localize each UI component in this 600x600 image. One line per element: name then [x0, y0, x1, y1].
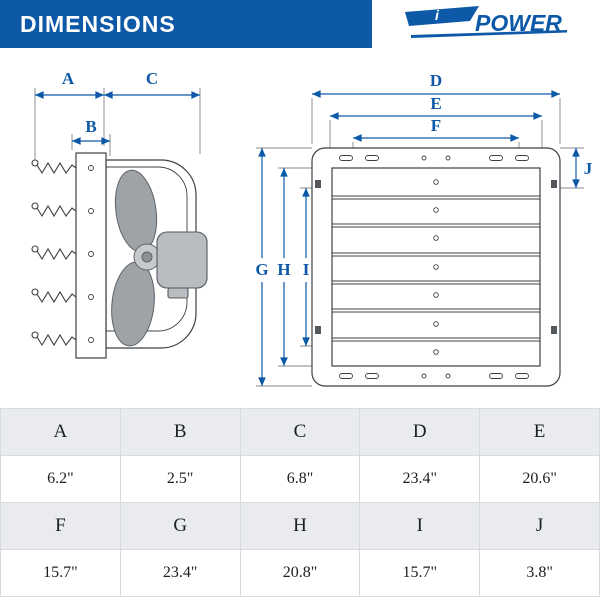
mounting-plate — [75, 152, 107, 359]
louver-slat — [332, 337, 540, 342]
dim-value-j: 3.8" — [479, 549, 600, 597]
page-header: DIMENSIONS i POWER — [0, 0, 600, 48]
spring-hook — [31, 159, 77, 175]
dim-value-h: 20.8" — [239, 549, 361, 597]
dim-label-d: D — [430, 71, 442, 90]
dim-label-j: J — [584, 159, 593, 178]
louver-slat — [332, 252, 540, 257]
dim-value-d: 23.4" — [359, 455, 481, 503]
table-value-row: 6.2" 2.5" 6.8" 23.4" 20.6" — [0, 455, 600, 503]
louver-slat — [332, 223, 540, 228]
dimensions-table: A B C D E 6.2" 2.5" 6.8" 23.4" 20.6" F G… — [0, 408, 600, 597]
dim-letter-b: B — [119, 408, 241, 456]
spring-hook — [31, 331, 77, 347]
dim-letter-d: D — [359, 408, 481, 456]
dim-value-f: 15.7" — [0, 549, 121, 597]
dim-label-c: C — [146, 69, 158, 88]
dim-letter-g: G — [119, 502, 241, 550]
brand-underline — [410, 30, 567, 38]
dim-letter-e: E — [479, 408, 600, 456]
side-extension-lines — [34, 88, 201, 160]
dim-value-a: 6.2" — [0, 455, 121, 503]
table-header-row: A B C D E — [0, 408, 600, 456]
spring-hook — [31, 245, 77, 261]
brand-flag-icon — [404, 6, 479, 26]
louver-slat — [332, 280, 540, 285]
dim-label-f: F — [431, 116, 441, 135]
table-value-row: 15.7" 23.4" 20.8" 15.7" 3.8" — [0, 549, 600, 597]
spring-hook — [31, 288, 77, 304]
dim-letter-f: F — [0, 502, 121, 550]
dim-value-g: 23.4" — [119, 549, 241, 597]
dim-letter-h: H — [239, 502, 361, 550]
side-latches — [315, 180, 557, 334]
brand-area: i POWER — [372, 0, 600, 48]
fan-blade — [111, 169, 161, 347]
dim-letter-i: I — [359, 502, 481, 550]
dim-label-i: I — [303, 260, 310, 279]
louver-slat — [332, 195, 540, 200]
dim-value-c: 6.8" — [239, 455, 361, 503]
mounting-holes-bottom — [339, 373, 529, 379]
brand-logo: i POWER — [404, 6, 567, 38]
fan-motor — [156, 231, 208, 299]
dim-letter-a: A — [0, 408, 121, 456]
diagram-svg: A C B — [31, 69, 593, 387]
spring-hook — [31, 202, 77, 218]
spring-hooks — [31, 159, 77, 347]
louver-slats — [332, 195, 540, 342]
dim-value-b: 2.5" — [119, 455, 241, 503]
brand-i: i — [435, 7, 440, 23]
dim-label-g: G — [255, 260, 268, 279]
dim-letter-j: J — [479, 502, 600, 550]
header-title-bar: DIMENSIONS — [0, 0, 372, 48]
dim-label-e: E — [430, 94, 441, 113]
louver-rivets — [433, 179, 439, 355]
louver-slat — [332, 308, 540, 313]
page-title: DIMENSIONS — [20, 10, 176, 37]
dim-value-i: 15.7" — [359, 549, 481, 597]
dim-value-e: 20.6" — [479, 455, 600, 503]
plate-holes — [88, 165, 94, 343]
table-header-row: F G H I J — [0, 502, 600, 550]
louver-frame — [331, 167, 541, 367]
dim-letter-c: C — [239, 408, 361, 456]
dim-label-h: H — [277, 260, 290, 279]
dim-label-a: A — [62, 69, 75, 88]
motor-mount — [167, 287, 189, 299]
side-view: A C B — [31, 69, 208, 359]
mounting-holes-top — [339, 155, 529, 161]
dimension-diagram: A C B — [0, 48, 600, 408]
front-view: D E F — [255, 71, 593, 387]
dim-label-b: B — [85, 117, 96, 136]
